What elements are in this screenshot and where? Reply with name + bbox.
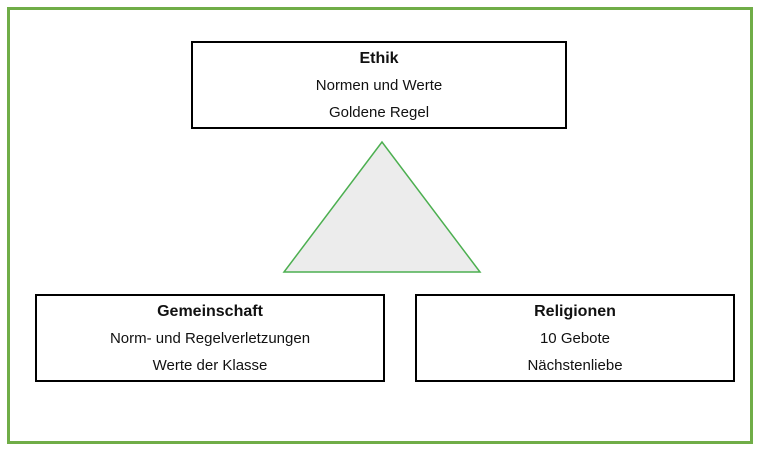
ethik-box-line-1: Normen und Werte [315, 76, 443, 94]
gemeinschaft-box-line-1: Norm- und Regelverletzungen [109, 329, 311, 347]
outer-green-frame [7, 7, 753, 444]
religionen-box-line-1: 10 Gebote [539, 329, 611, 347]
ethik-box: Ethik Normen und Werte Goldene Regel [191, 41, 567, 129]
religionen-box: Religionen 10 Gebote Nächstenliebe [415, 294, 735, 382]
religionen-box-title: Religionen [534, 302, 616, 320]
gemeinschaft-box-title: Gemeinschaft [157, 302, 263, 320]
gemeinschaft-box: Gemeinschaft Norm- und Regelverletzungen… [35, 294, 385, 382]
ethik-box-title: Ethik [359, 49, 399, 67]
ethik-box-line-2: Goldene Regel [328, 103, 430, 121]
gemeinschaft-box-line-2: Werte der Klasse [152, 356, 268, 374]
triangle-shape [278, 137, 486, 277]
religionen-box-line-2: Nächstenliebe [527, 356, 623, 374]
triangle-icon [282, 140, 482, 273]
